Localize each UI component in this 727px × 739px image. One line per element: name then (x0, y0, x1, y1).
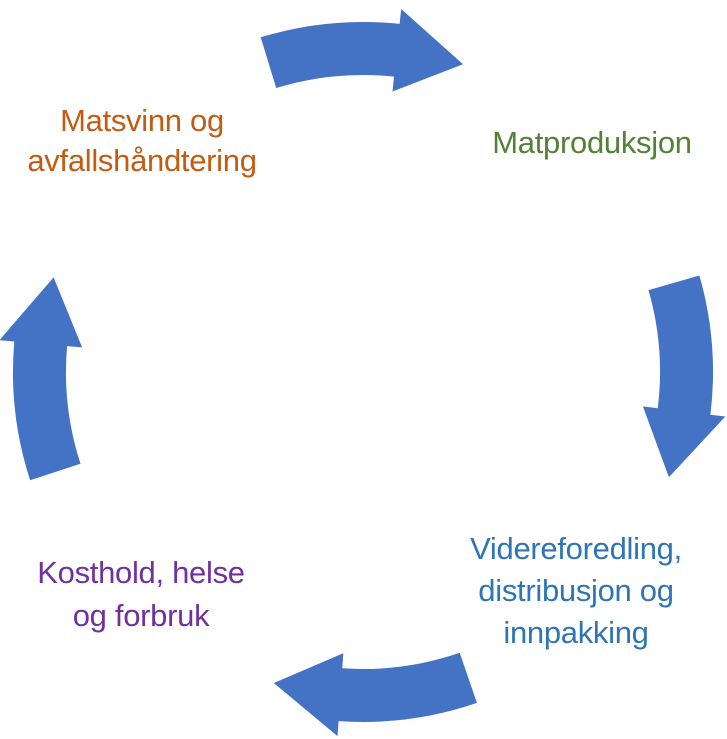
node-label-kosthold-helse-forbruk: Kosthold, helse og forbruk (37, 555, 245, 633)
cycle-arrow-bottom-icon (273, 652, 477, 737)
node-label-videreforedling-distribusjon-innpakking: Videreforedling, distribusjon og innpakk… (470, 531, 682, 650)
cycle-arrow-top-icon (260, 9, 463, 92)
cycle-arrow-right-icon (642, 275, 726, 478)
node-label-matsvinn-og-avfallshandtering: Matsvinn og avfallshåndtering (27, 103, 257, 178)
cycle-arrow-left-icon (0, 277, 83, 481)
node-label-matproduksjon: Matproduksjon (492, 125, 692, 160)
